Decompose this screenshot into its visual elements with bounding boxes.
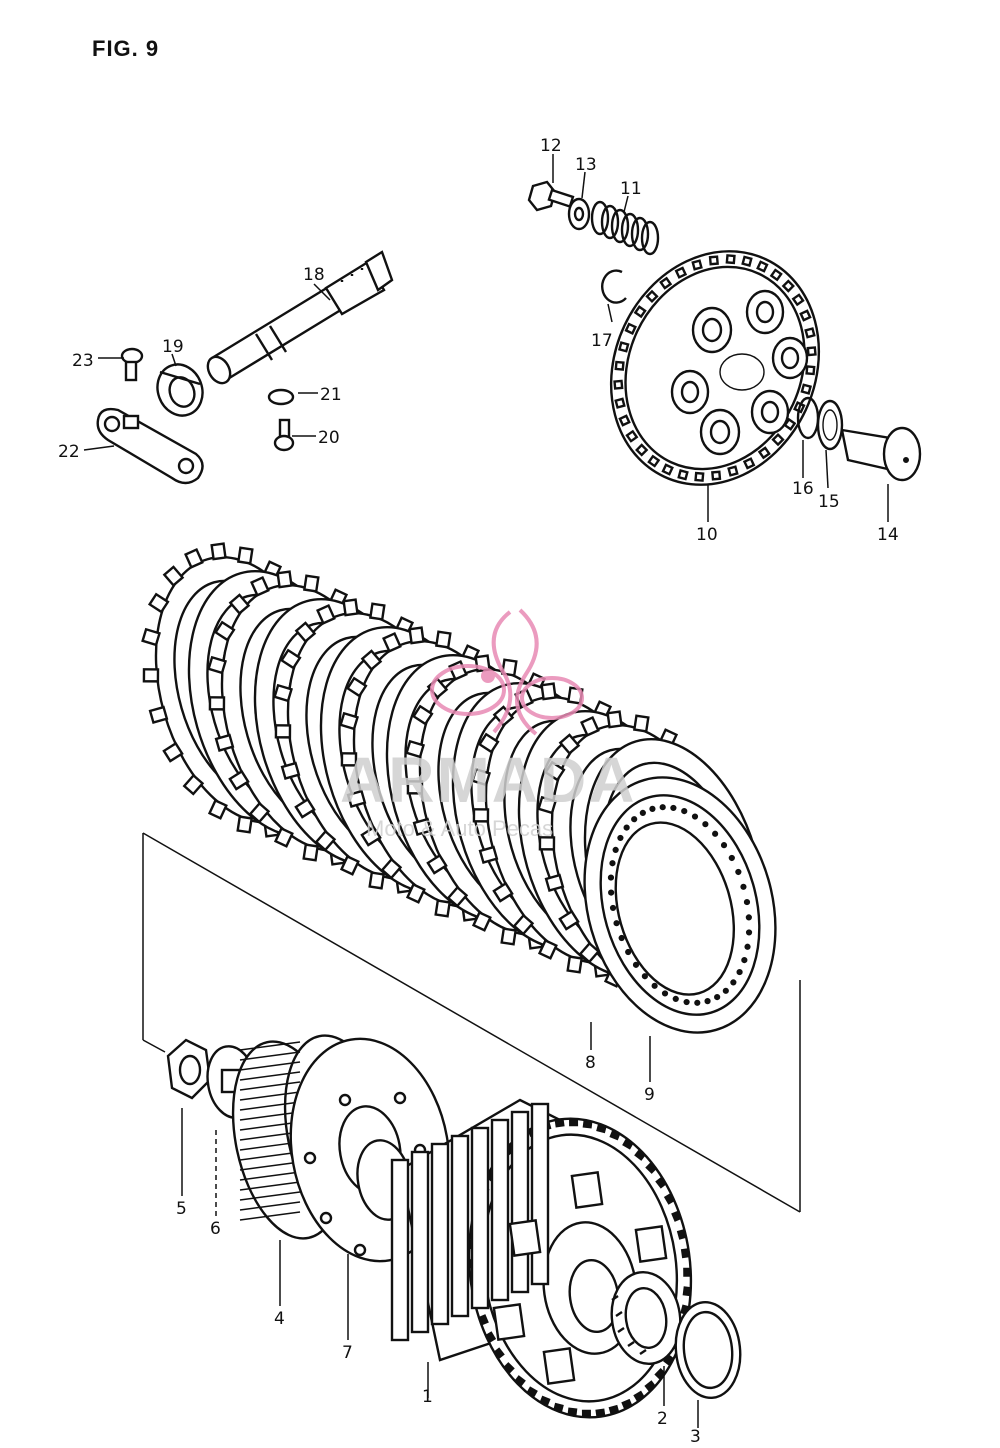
callout-1: 1 xyxy=(422,1387,433,1407)
watermark-brand: ARMADA xyxy=(340,744,636,816)
clutch-housing-1 xyxy=(390,1098,693,1419)
callout-22: 22 xyxy=(58,442,80,462)
watermark-tagline: Moto & Auto Pecas xyxy=(366,816,553,841)
callout-12: 12 xyxy=(540,136,562,156)
watermark-logo xyxy=(430,608,584,736)
callout-11: 11 xyxy=(620,179,642,199)
washer-21 xyxy=(267,388,295,406)
callout-7: 7 xyxy=(342,1343,353,1363)
pressure-plate-group xyxy=(527,180,922,486)
thrust-washer-3 xyxy=(674,1300,742,1400)
pressure-plate-bosses xyxy=(670,289,809,456)
callout-2: 2 xyxy=(657,1409,668,1429)
callout-18: 18 xyxy=(303,265,325,285)
clutch-plate-stack xyxy=(141,542,777,1034)
watermark: ARMADA Moto & Auto Pecas xyxy=(340,608,636,841)
clutch-hub-group xyxy=(166,1034,742,1419)
circlip-17 xyxy=(601,269,627,304)
callout-17: 17 xyxy=(591,331,613,351)
callout-10: 10 xyxy=(696,525,718,545)
assembly-bracket xyxy=(142,832,801,1213)
leader-lines xyxy=(83,154,889,1428)
bolt-12 xyxy=(527,180,575,212)
callout-4: 4 xyxy=(274,1309,285,1329)
screw-23 xyxy=(120,347,144,382)
bearing-15 xyxy=(816,399,844,451)
callout-21: 21 xyxy=(320,385,342,405)
callout-3: 3 xyxy=(690,1427,701,1447)
callout-16: 16 xyxy=(792,479,814,499)
callout-6: 6 xyxy=(210,1219,221,1239)
callout-15: 15 xyxy=(818,492,840,512)
washer-13 xyxy=(567,197,591,231)
callout-20: 20 xyxy=(318,428,340,448)
drive-plate-9-front xyxy=(583,776,777,1034)
callout-5: 5 xyxy=(176,1199,187,1219)
callout-labels: 12 13 11 17 18 19 23 21 20 22 10 16 15 1… xyxy=(58,136,899,1447)
pressure-plate-teeth xyxy=(613,254,817,482)
needle-bearing-2 xyxy=(610,1271,682,1365)
release-rod-14 xyxy=(840,426,922,482)
push-rod-group xyxy=(96,250,394,485)
bolt-20 xyxy=(273,418,295,452)
figure-title: FIG. 9 xyxy=(92,36,160,61)
oil-seal-19 xyxy=(156,363,204,417)
pressure-plate-teeth-ring xyxy=(624,265,806,471)
callout-23: 23 xyxy=(72,351,94,371)
clutch-spring-11 xyxy=(590,200,660,256)
callout-19: 19 xyxy=(162,337,184,357)
callout-13: 13 xyxy=(575,155,597,175)
nut-5 xyxy=(166,1038,212,1100)
callout-9: 9 xyxy=(644,1085,655,1105)
callout-14: 14 xyxy=(877,525,899,545)
callout-8: 8 xyxy=(585,1053,596,1073)
shaft-18 xyxy=(206,250,394,385)
lever-22 xyxy=(96,407,204,485)
